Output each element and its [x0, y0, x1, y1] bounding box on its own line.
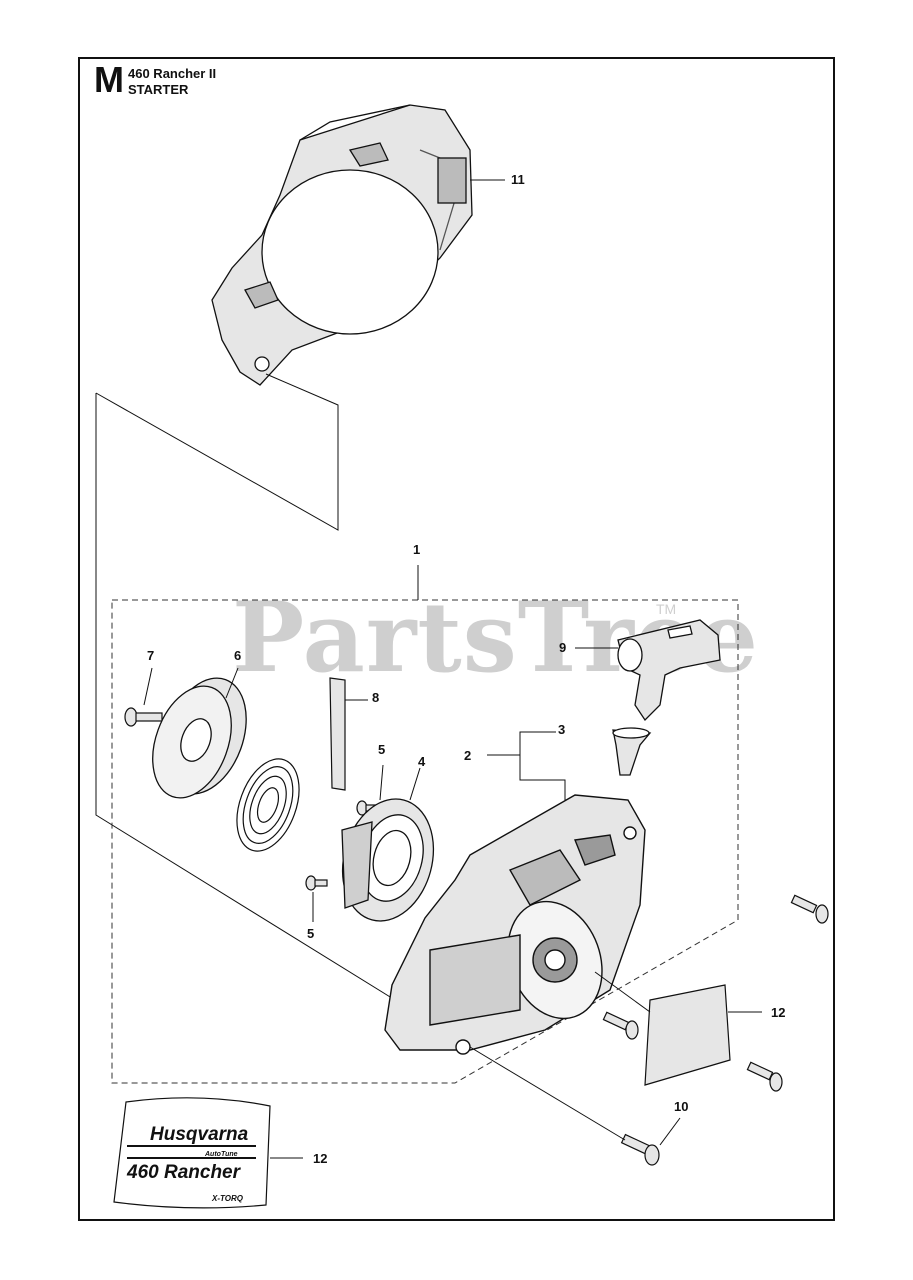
callout-11: 11 [511, 172, 525, 187]
leader-5-upper [379, 764, 384, 801]
part-6-pulley [152, 677, 247, 799]
part-4-spring-cassette [341, 798, 435, 922]
leader-4 [409, 767, 421, 801]
callout-2: 2 [464, 748, 472, 763]
callout-4: 4 [418, 754, 426, 769]
decal-brand-text: Husqvarna [150, 1124, 249, 1145]
callout-7: 7 [147, 648, 155, 663]
projection-screw-10 [469, 1046, 626, 1141]
section-title: STARTER [128, 82, 189, 97]
part-3-rope-guide [612, 727, 652, 776]
callout-10: 10 [674, 1099, 689, 1114]
callout-5-upper: 5 [378, 742, 386, 757]
callout-1: 1 [413, 542, 421, 557]
leader-2-bracket [487, 731, 566, 800]
part-10-screw-middle [602, 1011, 639, 1040]
decal-model-text: 460 Rancher [127, 1162, 241, 1183]
part-11-cover [211, 104, 473, 386]
decal-outline [113, 1097, 271, 1209]
callout-12-lower: 12 [313, 1151, 328, 1166]
part-8-spring [236, 677, 346, 852]
decal-subline: AutoTune [205, 1151, 238, 1158]
callout-9: 9 [559, 640, 567, 655]
leader-6 [225, 667, 239, 699]
leader-7 [143, 667, 153, 706]
part-2-starter-housing [384, 794, 646, 1055]
kit-boundary [111, 599, 739, 1084]
projection-decal [594, 971, 651, 1013]
projection-lines [95, 373, 396, 1001]
callout-6: 6 [234, 648, 242, 663]
part-7-screw [124, 707, 163, 727]
watermark-tm: TM [656, 601, 677, 617]
part-10-screw-lower [620, 1133, 660, 1166]
decal-tag: X-TORQ [212, 1194, 243, 1203]
section-letter: M [94, 59, 124, 100]
callout-5-lower: 5 [307, 926, 315, 941]
callout-8: 8 [372, 690, 380, 705]
model-title: 460 Rancher II [128, 66, 217, 81]
part-12-decal-blank [644, 984, 731, 1086]
part-9-starter-handle [617, 619, 721, 722]
callout-3: 3 [558, 722, 566, 737]
diagram-frame [78, 57, 835, 1221]
callout-12-upper: 12 [771, 1005, 786, 1020]
leader-10 [659, 1117, 681, 1146]
part-10-screw-right-lower [746, 1061, 783, 1092]
part-5-screw-lower [305, 875, 328, 891]
part-10-screw-right-upper [790, 894, 829, 924]
